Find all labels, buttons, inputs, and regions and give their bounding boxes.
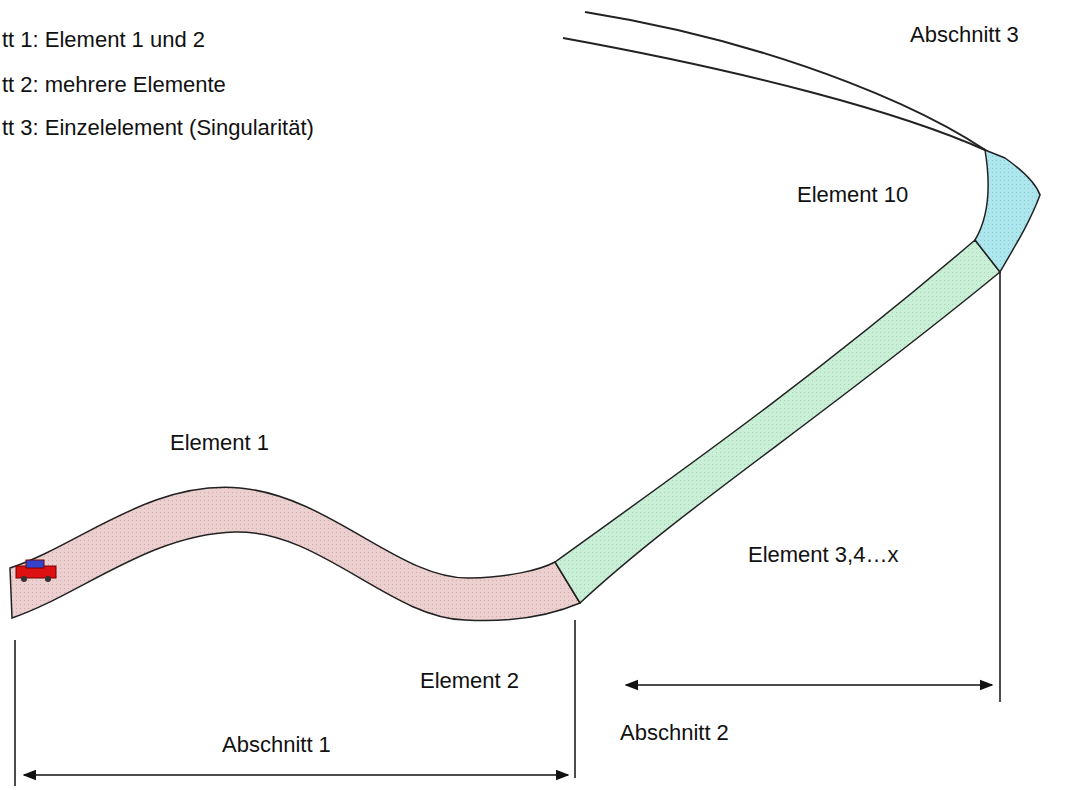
car-icon [16,560,56,582]
section-label: Element 10 [797,182,908,208]
road-edge [585,12,1040,195]
road-segment [555,240,1000,603]
section-label: Element 1 [170,430,269,456]
extension-line [14,640,16,786]
section-label: Abschnitt 2 [620,720,729,746]
extension-line [574,620,576,778]
road-edge [563,38,985,150]
section-label: Element 3,4…x [748,542,898,568]
section-label: tt 3: Einzelelement (Singularität) [2,115,314,141]
road-segment [975,150,1040,272]
road-segment [10,487,580,620]
section-label: tt 2: mehrere Elemente [2,72,226,98]
section-label: Abschnitt 1 [222,732,331,758]
dimension-arrow [626,684,992,686]
section-label: Element 2 [420,668,519,694]
section-label: Abschnitt 3 [910,22,1019,48]
section-label: tt 1: Element 1 und 2 [2,27,205,53]
dimension-arrow [24,774,568,776]
extension-line [999,272,1001,702]
